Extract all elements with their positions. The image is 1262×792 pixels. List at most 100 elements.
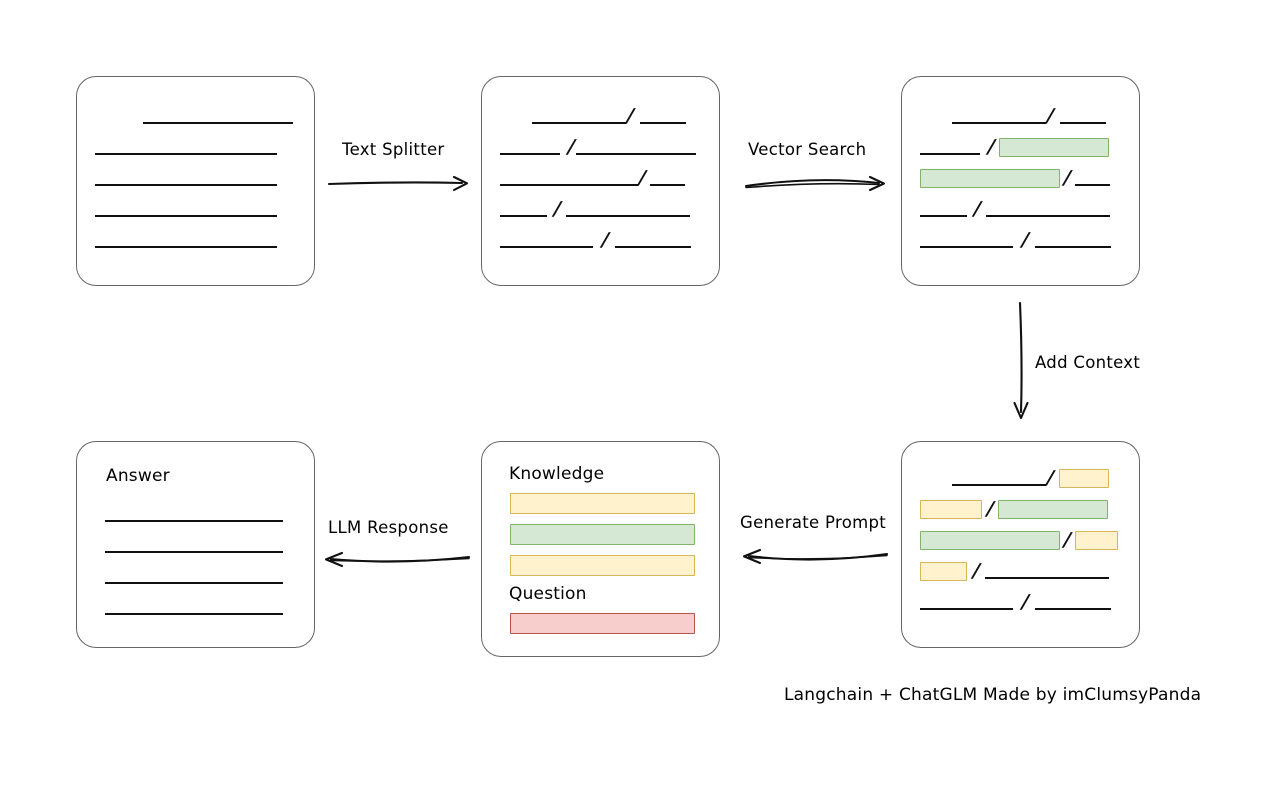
separator-slash: / <box>1063 528 1072 551</box>
text-line <box>920 153 980 155</box>
text-line <box>575 153 696 155</box>
separator-slash: / <box>1063 166 1072 189</box>
text-line <box>95 184 277 186</box>
node-prompt[interactable]: Knowledge Question <box>481 441 720 657</box>
text-line-row: / <box>500 166 685 189</box>
edge-generate-prompt: Generate Prompt <box>740 513 889 568</box>
text-line <box>95 215 277 217</box>
arrow-down-icon <box>1013 301 1029 420</box>
node-source-document[interactable] <box>76 76 315 286</box>
text-line <box>985 215 1110 217</box>
text-line <box>639 122 686 124</box>
text-line <box>984 577 1109 579</box>
text-line <box>105 520 283 522</box>
prompt-bar-knowledge-2 <box>510 524 695 545</box>
edge-label-generate-prompt: Generate Prompt <box>740 513 886 532</box>
text-line-row: / <box>920 466 1109 489</box>
text-line-row <box>95 168 277 188</box>
text-line <box>1059 122 1106 124</box>
node-context-document[interactable]: / / / / / <box>901 441 1140 648</box>
context-chunk-yellow <box>1074 530 1118 550</box>
separator-slash: / <box>972 559 981 582</box>
text-line <box>500 246 593 248</box>
node-split-document[interactable]: / / / / / <box>481 76 720 286</box>
text-line <box>920 246 1013 248</box>
text-line <box>952 484 1046 486</box>
edge-label-llm-response: LLM Response <box>328 518 449 537</box>
text-line <box>500 215 547 217</box>
edge-llm-response: LLM Response <box>322 518 471 573</box>
text-line-row: / <box>500 197 690 220</box>
prompt-heading-knowledge: Knowledge <box>509 464 605 484</box>
text-line-row <box>95 106 293 126</box>
text-line-row: / <box>500 228 691 251</box>
text-line <box>1034 246 1111 248</box>
text-line-row: / <box>920 104 1106 127</box>
text-line <box>105 551 283 553</box>
text-line <box>614 246 691 248</box>
text-line-row: / <box>920 228 1111 251</box>
text-line-row: / <box>920 197 1110 220</box>
text-line <box>95 153 277 155</box>
prompt-bar-knowledge-3 <box>510 555 695 576</box>
separator-slash: / <box>567 135 576 158</box>
text-line <box>105 613 283 615</box>
prompt-bar-knowledge-1 <box>510 493 695 514</box>
prompt-heading-question: Question <box>509 584 587 604</box>
text-line <box>1034 608 1111 610</box>
matched-chunk-green <box>998 137 1109 157</box>
text-line-row <box>105 597 283 617</box>
text-line <box>532 122 626 124</box>
text-line <box>952 122 1046 124</box>
text-line <box>95 246 277 248</box>
arrow-left-icon <box>324 551 471 568</box>
context-chunk-green <box>920 530 1060 550</box>
text-line <box>920 215 967 217</box>
text-line-row: / <box>500 105 686 127</box>
node-vector-matched-document[interactable]: / / / / / <box>901 76 1140 286</box>
separator-slash: / <box>638 166 647 189</box>
text-line <box>565 215 690 217</box>
separator-slash: / <box>986 497 995 520</box>
separator-slash: / <box>1021 228 1030 251</box>
text-line <box>920 608 1013 610</box>
edge-vector-search: Vector Search <box>744 140 890 195</box>
text-line-row <box>105 535 283 555</box>
text-line <box>143 122 293 124</box>
prompt-bar-question <box>510 613 695 634</box>
text-line-row <box>105 566 283 586</box>
arrow-right-icon <box>744 175 886 192</box>
text-line-row: / <box>920 528 1118 551</box>
footer-credit: Langchain + ChatGLM Made by imClumsyPand… <box>784 685 1202 705</box>
context-chunk-yellow <box>920 561 967 581</box>
text-line <box>1074 184 1110 186</box>
edge-label-vector-search: Vector Search <box>748 140 867 159</box>
arrow-left-icon <box>742 548 889 565</box>
edge-text-splitter: Text Splitter <box>327 140 473 195</box>
separator-slash: / <box>973 197 982 220</box>
text-line <box>105 582 283 584</box>
text-line <box>500 153 560 155</box>
context-chunk-green <box>997 499 1108 519</box>
text-line-row: / <box>920 136 1109 158</box>
text-line-row: / <box>920 497 1108 520</box>
separator-slash: / <box>601 228 610 251</box>
text-line-row <box>95 199 277 219</box>
text-line-row: / <box>920 591 1111 613</box>
text-line-row <box>95 230 277 250</box>
text-line-row: / <box>920 166 1110 189</box>
answer-heading: Answer <box>106 466 170 486</box>
text-line-row <box>105 504 283 524</box>
separator-slash: / <box>1046 466 1055 489</box>
context-chunk-yellow <box>1058 468 1109 488</box>
arrow-right-icon <box>327 175 469 192</box>
separator-slash: / <box>1046 104 1055 127</box>
text-line <box>500 184 638 186</box>
node-answer[interactable]: Answer <box>76 441 315 648</box>
edge-label-text-splitter: Text Splitter <box>342 140 445 159</box>
context-chunk-yellow <box>920 499 982 519</box>
text-line <box>649 184 685 186</box>
separator-slash: / <box>553 197 562 220</box>
text-line-row: / <box>920 559 1109 582</box>
edge-label-add-context: Add Context <box>1035 353 1141 372</box>
